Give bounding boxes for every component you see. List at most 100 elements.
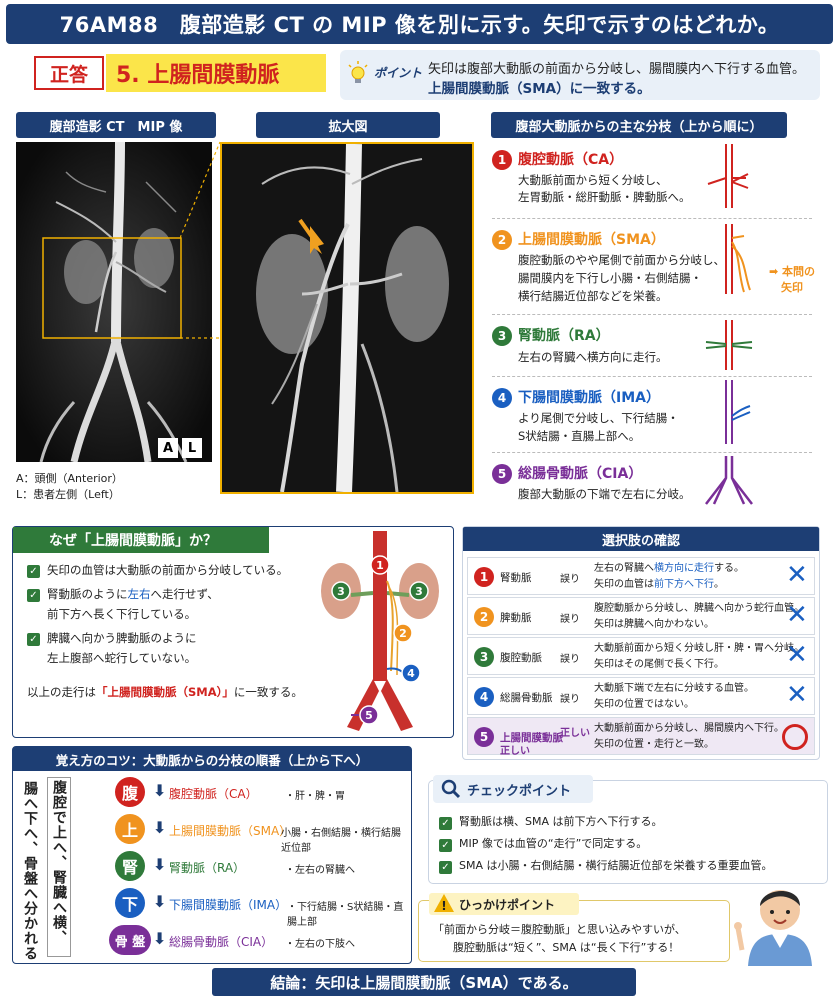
down-arrow-icon: ⬇ [153,818,167,837]
option-name: 脾動脈 [500,612,532,624]
page-header: 76AM88 腹部造影 CT の MIP 像を別に示す。矢印で示すのはどれか。 [6,4,833,44]
branch-2-name: 上腸間膜動脈（SMA） [518,232,665,248]
wrong-x-icon: ✕ [786,680,808,710]
answer-badge: 正答 [34,56,104,90]
option-row[interactable]: 1 腎動脈 誤り 左右の腎臓へ横方向に走行する。 矢印の血管は前下方へ下行。 ✕ [467,557,815,595]
memory-kanji: 骨 盤 [109,925,151,955]
zoom-image [220,142,474,494]
check-icon: ✓ [439,839,452,852]
memory-kanji: 腹 [115,777,145,807]
option-row[interactable]: 4 総腸骨動脈 誤り 大動脈下端で左右に分岐する血管。 矢印の位置ではない。 ✕ [467,677,815,715]
ct-mip-image: A L [16,142,212,462]
lightbulb-icon [348,61,368,83]
options-box: 選択肢の確認 1 腎動脈 誤り 左右の腎臓へ横方向に走行する。 矢印の血管は前下… [462,526,820,760]
option-row[interactable]: 2 脾動脈 誤り 腹腔動脈から分岐し、脾臓へ向かう蛇行血管。 矢印は脾臓へ向かわ… [467,597,815,635]
memory-kanji: 腎 [115,851,145,881]
memory-note: ・左右の腎臓へ [285,865,355,876]
ct-mip-drawing [16,142,212,462]
check-box: チェックポイント ✓ 腎動脈は横、SMA は前下方へ下行する。 ✓ MIP 像で… [428,775,828,884]
branch-divider [492,452,812,453]
correct-circle-icon [782,724,808,750]
option-name: 総腸骨動脈 [500,692,553,704]
answer-text: 5. 上腸間膜動脈 [106,54,326,92]
option-desc-1: 左右の腎臓へ横方向に走行する。 [594,563,744,574]
option-name: 腎動脈 [500,572,532,584]
why-conclusion-b: 「上腸間膜動脈（SMA）」 [96,685,234,699]
branch-4-desc-1: より尾側で分岐し、下行結腸・ [518,411,679,425]
arrow-note-line-2: 矢印 [781,281,803,294]
option-desc-2: 矢印の血管は前下方へ下行。 [594,579,724,590]
option-desc-1: 大動脈前面から短く分岐し肝・脾・胃へ分岐。 [594,643,804,654]
check-icon: ✓ [439,817,452,830]
why-reason-2a: 腎動脈のように [47,587,128,601]
option-judgement: 誤り [560,614,580,625]
arrow-note: ➡ 本問の 矢印 [764,264,820,296]
option-desc-2: 矢印は脾臓へ向かわない。 [594,619,714,630]
branch-3-name: 腎動脈（RA） [518,328,610,344]
why-reason-2b: 左右 [127,587,151,601]
diagram-num-3-right: 3 [337,585,345,598]
option-name: 上腸間膜動脈 [500,732,563,744]
memory-row: 骨 盤 ⬇ 総腸骨動脈（CIA） ・左右の下肢へ [109,925,409,957]
magnifier-icon [441,779,461,799]
memory-vertical-1: 腸へ下へ、骨盤へ分かれる [22,781,38,961]
branch-1-number: 1 [492,150,512,170]
option-judgement: 誤り [560,694,580,705]
why-reason-2c: へ走行せず、 [150,587,219,601]
wrong-x-icon: ✕ [786,640,808,670]
option-row[interactable]: 3 腹腔動脈 誤り 大動脈前面から短く分岐し肝・脾・胃へ分岐。 矢印はその尾側で… [467,637,815,675]
branch-4-diagram [725,380,751,444]
option-judgement: 誤り [560,654,580,665]
memory-name: 上腸間膜動脈（SMA） [169,824,292,838]
branch-1-name: 腹腔動脈（CA） [518,152,624,168]
memory-title: 覚え方のコツ：大動脈からの分枝の順番（上から下へ） [13,747,411,771]
check-item-2: MIP 像では血管の“走行”で同定する。 [459,837,648,850]
branch-2-number: 2 [492,230,512,250]
why-reason-1: 矢印の血管は大動脈の前面から分岐している。 [47,563,289,577]
branch-divider [492,218,812,219]
check-item-3: SMA は小腸・右側結腸・横行結腸近位部を栄養する重要血管。 [459,859,773,872]
memory-vertical-2: 腹腔で上へ、腎臓へ横、 [47,777,71,957]
option-desc-1: 大動脈前面から分岐し、腸間膜内へ下行。 [594,723,784,734]
branch-1-diagram [707,144,749,208]
branch-5-number: 5 [492,464,512,484]
down-arrow-icon: ⬇ [153,929,167,948]
trap-line-1: 「前面から分岐＝腹腔動脈」と思い込みやすいが、 [433,923,686,936]
point-line-2: 上腸間膜動脈（SMA）に一致する。 [428,81,651,97]
branch-5-desc-1: 腹部大動脈の下端で左右に分岐。 [518,487,691,501]
zoom-panel-title: 拡大図 [256,112,440,138]
down-arrow-icon: ⬇ [153,855,167,874]
trap-box: ひっかけポイント ! 「前面から分岐＝腹腔動脈」と思い込みやすいが、 腹腔動脈は… [418,893,730,962]
conclusion-banner: 結論：矢印は上腸間膜動脈（SMA）である。 [212,968,636,996]
caption-anterior: A：頭側（Anterior） [16,472,123,485]
trap-title: ひっかけポイント [429,893,579,915]
option-number: 3 [474,647,494,667]
option-name: 腹腔動脈 [500,652,542,664]
memory-name: 腹腔動脈（CA） [169,787,258,801]
check-icon: ✓ [27,565,40,578]
why-reason-2: 腎動脈のように左右へ走行せず、 [47,585,219,603]
zoom-drawing [222,144,472,492]
branch-5-diagram [705,456,753,505]
memory-row: 上 ⬇ 上腸間膜動脈（SMA） 小腸・右側結腸・横行結腸近位部 [109,814,409,854]
why-reason-3a: 脾臓へ向かう脾動脈のように [47,631,197,645]
caption-left: L：患者左側（Left） [16,488,120,501]
branch-4-name: 下腸間膜動脈（IMA） [518,390,660,406]
option-correct-label: 正しい [500,746,530,757]
option-row[interactable]: 5 上腸間膜動脈 正しい 大動脈前面から分岐し、腸間膜内へ下行。 矢印の位置・走… [467,717,815,757]
branch-divider [492,376,812,377]
check-icon: ✓ [27,589,40,602]
check-title: チェックポイント [433,775,593,803]
option-judgement: 誤り [560,574,580,585]
ct-panel-title: 腹部造影 CT MIP 像 [16,112,216,138]
why-title: なぜ「上腸間膜動脈」か？ [13,527,269,553]
warning-icon: ! [434,894,454,913]
arrow-note-line-1: 本問の [782,265,816,278]
why-conclusion-c: に一致する。 [233,685,303,699]
option-number: 2 [474,607,494,627]
why-box: なぜ「上腸間膜動脈」か？ ✓ 矢印の血管は大動脈の前面から分岐している。 ✓ 腎… [12,526,454,738]
options-title: 選択肢の確認 [463,527,819,551]
option-desc-2: 矢印の位置・走行と一致。 [594,739,714,750]
point-line-1: 矢印は腹部大動脈の前面から分岐し、腸間膜内へ下行する血管。 [428,62,806,77]
memory-kanji: 下 [115,888,145,918]
